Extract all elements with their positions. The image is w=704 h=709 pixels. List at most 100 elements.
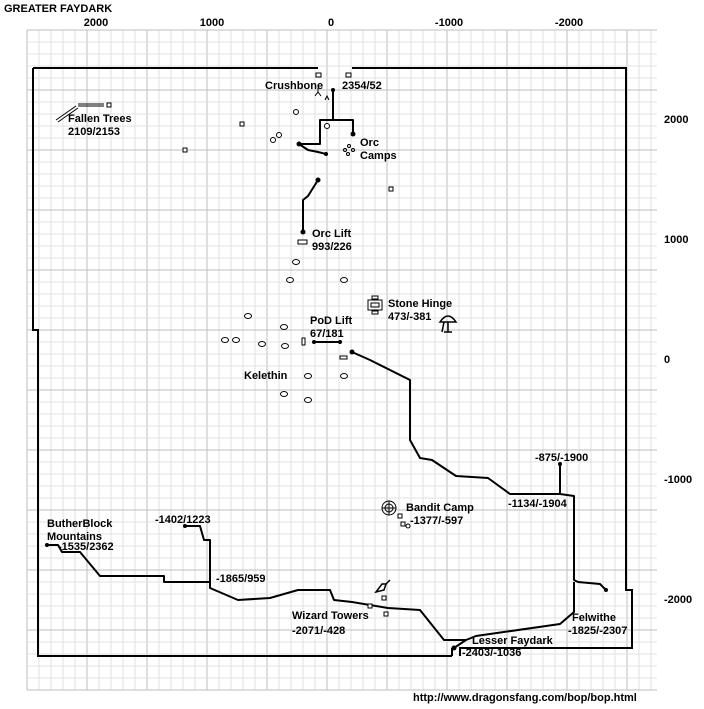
tree-icon bbox=[281, 343, 289, 349]
tree-icon bbox=[304, 397, 312, 403]
node bbox=[350, 131, 356, 137]
source-url[interactable]: http://www.dragonsfang.com/bop/bop.html bbox=[413, 692, 637, 704]
bandit-camp-label[interactable]: Bandit Camp bbox=[406, 502, 474, 514]
stone-hinge-coords: 473/-381 bbox=[388, 311, 431, 323]
structure-box bbox=[400, 521, 406, 527]
marker-875-label: -875/-1900 bbox=[535, 452, 588, 464]
east-trail bbox=[351, 351, 607, 591]
felwithe-path bbox=[453, 582, 575, 649]
stone-hinge-icon bbox=[367, 295, 383, 315]
felwithe-label[interactable]: Felwithe bbox=[572, 612, 616, 624]
map-grid bbox=[26, 29, 657, 691]
wizard-tower-icon bbox=[374, 579, 391, 594]
tree-icon bbox=[340, 277, 348, 283]
node bbox=[349, 349, 355, 355]
tree-icon bbox=[293, 109, 299, 115]
node bbox=[324, 152, 328, 156]
orc-lift-platform bbox=[297, 239, 308, 245]
structure-box bbox=[239, 121, 245, 127]
node bbox=[604, 588, 608, 592]
tree-icon bbox=[221, 337, 229, 343]
node bbox=[300, 229, 306, 235]
structure-box bbox=[339, 355, 348, 360]
tree-icon bbox=[324, 123, 330, 129]
node bbox=[331, 88, 335, 92]
node bbox=[183, 524, 187, 528]
mountains-coords: -1535/2362 bbox=[58, 541, 114, 553]
structure-box bbox=[315, 72, 322, 78]
tree-icon bbox=[276, 132, 282, 138]
node bbox=[338, 340, 342, 344]
tree-icon bbox=[280, 324, 288, 330]
crushbone-label[interactable]: Crushbone bbox=[265, 80, 323, 92]
butherblock-label[interactable]: ButherBlock bbox=[47, 518, 113, 530]
structure-box bbox=[182, 147, 188, 153]
marker-1865-label: -1865/959 bbox=[216, 573, 266, 585]
path-nodes bbox=[45, 88, 608, 651]
felwithe-coords: -1825/-2307 bbox=[568, 625, 627, 637]
north-spur-path bbox=[185, 525, 211, 582]
tree-icon bbox=[270, 137, 276, 143]
lesser-faydark-label[interactable]: Lesser Faydark bbox=[472, 635, 554, 647]
map-labels: Crushbone 2354/52 Fallen Trees 2109/2153… bbox=[47, 80, 627, 659]
right-tick: 2000 bbox=[664, 114, 688, 126]
structure-box bbox=[381, 595, 387, 601]
structure-box bbox=[106, 102, 112, 108]
top-axis: 2000 1000 0 -1000 -2000 bbox=[84, 17, 583, 29]
top-tick: 1000 bbox=[200, 17, 224, 29]
structure-box bbox=[388, 186, 394, 192]
south-trail bbox=[47, 544, 466, 641]
orc-camps-label[interactable]: Orc bbox=[360, 137, 379, 149]
orc-camps-path bbox=[333, 119, 354, 134]
right-axis: 2000 1000 0 -1000 -2000 bbox=[664, 114, 692, 606]
node bbox=[558, 462, 562, 466]
right-tick: -2000 bbox=[664, 594, 692, 606]
map-title: GREATER FAYDARK bbox=[4, 3, 112, 15]
structures bbox=[106, 72, 406, 617]
fallen-trees-icon bbox=[55, 103, 104, 123]
boundary-west bbox=[32, 68, 452, 657]
orc-lift-path bbox=[302, 179, 319, 232]
arch-icon bbox=[438, 315, 458, 333]
orc-lift-label[interactable]: Orc Lift bbox=[312, 228, 351, 240]
boundary-east bbox=[352, 67, 633, 656]
right-tick: 1000 bbox=[664, 234, 688, 246]
node bbox=[296, 141, 302, 147]
tree-icon bbox=[244, 313, 252, 319]
top-tick: -2000 bbox=[555, 17, 583, 29]
stone-hinge-label[interactable]: Stone Hinge bbox=[388, 298, 452, 310]
node bbox=[315, 177, 321, 183]
tree-icon bbox=[340, 373, 348, 379]
right-tick: 0 bbox=[664, 354, 670, 366]
node bbox=[312, 340, 316, 344]
marker-1402-label: -1402/1223 bbox=[155, 514, 211, 526]
lesser-faydark-coords: -2403/-1036 bbox=[462, 647, 521, 659]
top-tick: 0 bbox=[328, 17, 334, 29]
wizard-towers-label[interactable]: Wizard Towers bbox=[292, 610, 369, 622]
tree-icon bbox=[304, 373, 312, 379]
wizard-towers-coords: -2071/-428 bbox=[292, 625, 345, 637]
bandit-camp-coords: -1377/-597 bbox=[410, 515, 463, 527]
crushbone-path bbox=[298, 90, 334, 155]
node bbox=[451, 645, 457, 651]
tree-houses bbox=[221, 109, 411, 529]
kelethin-label[interactable]: Kelethin bbox=[244, 370, 288, 382]
mountains-label[interactable]: Mountains bbox=[47, 531, 102, 543]
tree-icon bbox=[292, 259, 300, 265]
fallen-trees-label[interactable]: Fallen Trees bbox=[68, 113, 132, 125]
orc-camp-icon bbox=[314, 88, 355, 156]
tree-icon bbox=[405, 523, 411, 529]
pod-lift-label[interactable]: PoD Lift bbox=[310, 315, 352, 327]
tree-icon bbox=[232, 337, 240, 343]
top-tick: -1000 bbox=[435, 17, 463, 29]
orc-camps-label-2[interactable]: Camps bbox=[360, 150, 397, 162]
zone-boundary bbox=[32, 67, 633, 657]
tree-icon bbox=[280, 391, 288, 397]
fallen-trees-coords: 2109/2153 bbox=[68, 126, 120, 138]
right-tick: -1000 bbox=[664, 474, 692, 486]
structure-box bbox=[383, 611, 389, 617]
structure-box bbox=[345, 72, 352, 78]
tree-icon bbox=[286, 277, 294, 283]
top-tick: 2000 bbox=[84, 17, 108, 29]
